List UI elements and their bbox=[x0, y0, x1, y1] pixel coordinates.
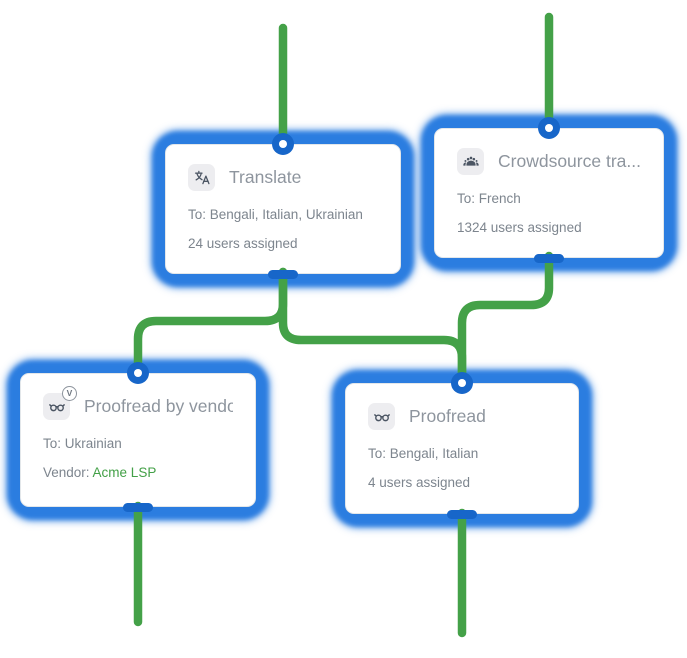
output-handle[interactable] bbox=[123, 502, 153, 512]
node-card: Crowdsource tra... To: French 1324 users… bbox=[434, 128, 664, 258]
node-target-langs: To: Ukrainian bbox=[43, 436, 122, 451]
node-users-assigned: 4 users assigned bbox=[368, 475, 471, 490]
input-port[interactable] bbox=[272, 133, 294, 155]
node-title: Translate bbox=[229, 167, 302, 187]
vendor-label: Vendor: bbox=[43, 465, 93, 480]
node-vendor-line: Vendor: Acme LSP bbox=[43, 466, 233, 480]
node-title: Proofread bbox=[409, 406, 486, 426]
crowd-icon bbox=[457, 148, 484, 175]
glasses-icon bbox=[368, 403, 395, 430]
node-proofread[interactable]: Proofread To: Bengali, Italian 4 users a… bbox=[332, 370, 592, 527]
translate-icon bbox=[188, 164, 215, 191]
node-proofread-by-vendor[interactable]: V Proofread by vendor To: Ukrainian Vend… bbox=[7, 360, 269, 520]
edge-crowdsource-proofread[interactable] bbox=[457, 251, 554, 386]
output-handle[interactable] bbox=[268, 269, 298, 279]
node-target-langs: To: Bengali, Italian, Ukrainian bbox=[188, 207, 363, 222]
node-users-assigned: 24 users assigned bbox=[188, 236, 298, 251]
edge-translate-proofread[interactable] bbox=[278, 267, 467, 386]
output-handle[interactable] bbox=[447, 509, 477, 519]
input-port[interactable] bbox=[127, 362, 149, 384]
input-port[interactable] bbox=[451, 372, 473, 394]
node-target-langs: To: French bbox=[457, 191, 521, 206]
glasses-vendor-icon: V bbox=[43, 386, 77, 420]
input-port[interactable] bbox=[538, 117, 560, 139]
node-translate[interactable]: Translate To: Bengali, Italian, Ukrainia… bbox=[152, 131, 414, 287]
output-handle[interactable] bbox=[534, 253, 564, 263]
vendor-name-link[interactable]: Acme LSP bbox=[92, 465, 157, 480]
node-crowdsource-translate[interactable]: Crowdsource tra... To: French 1324 users… bbox=[421, 115, 677, 271]
node-card: Proofread To: Bengali, Italian 4 users a… bbox=[345, 383, 579, 514]
node-title: Proofread by vendor bbox=[84, 396, 233, 416]
node-card: Translate To: Bengali, Italian, Ukrainia… bbox=[165, 144, 401, 274]
node-target-langs: To: Bengali, Italian bbox=[368, 446, 479, 461]
node-title: Crowdsource tra... bbox=[498, 151, 641, 171]
edge-translate-proofread-vendor[interactable] bbox=[133, 267, 288, 376]
vendor-badge: V bbox=[62, 386, 77, 401]
node-users-assigned: 1324 users assigned bbox=[457, 220, 582, 235]
